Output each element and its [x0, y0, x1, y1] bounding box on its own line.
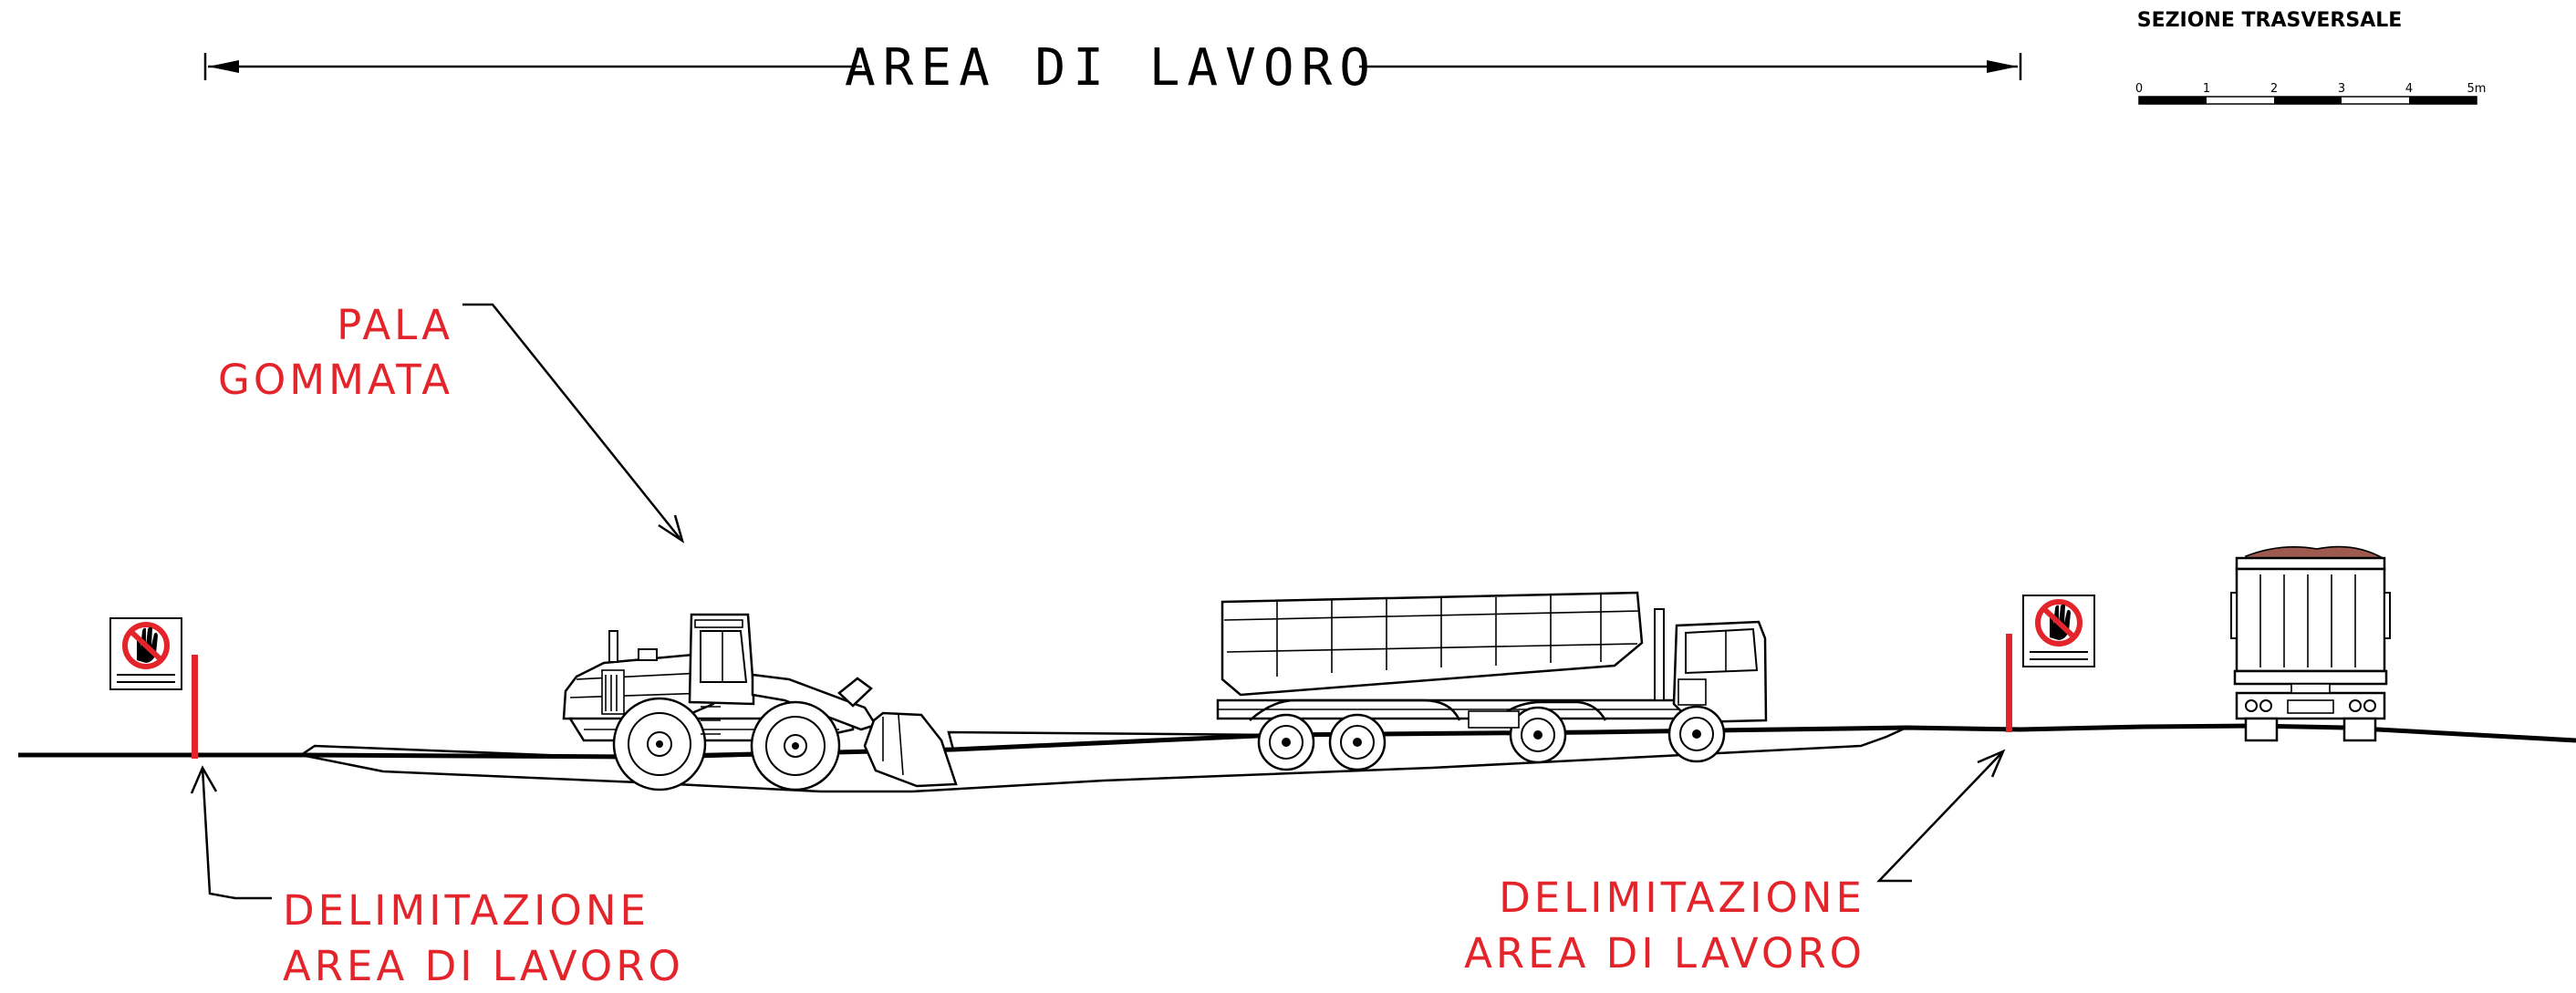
scale-tick-5: 5m [2467, 82, 2487, 96]
boundary-right-line2: AREA DI LAVORO [1464, 929, 1865, 977]
work-area-title: AREA DI LAVORO [845, 38, 1377, 98]
boundary-label-left: DELIMITAZIONE AREA DI LAVORO [190, 765, 684, 990]
scale-tick-2: 2 [2270, 82, 2278, 96]
work-area-dimension: AREA DI LAVORO [203, 38, 2022, 98]
sign-left [109, 617, 182, 690]
excavation-outline [300, 726, 1907, 793]
loader-label-line2: GOMMATA [218, 356, 453, 404]
no-entry-hand-icon [122, 622, 170, 669]
body-ribs [1276, 595, 1602, 677]
boundary-pole-right [2006, 634, 2012, 732]
dimension-arrow-left [208, 60, 239, 73]
boundary-label-right: DELIMITAZIONE AREA DI LAVORO [1464, 749, 2006, 977]
scale-title: SEZIONE TRASVERSALE [2137, 9, 2403, 32]
no-entry-hand-icon [2035, 599, 2083, 646]
loader-label: PALA GOMMATA [218, 301, 685, 543]
truck-rear-view [2230, 545, 2391, 742]
scale-tick-4: 4 [2405, 82, 2413, 96]
scale-tick-1: 1 [2203, 82, 2210, 96]
boundary-right-line1: DELIMITAZIONE [1499, 874, 1865, 922]
boundary-pole-left [192, 655, 198, 759]
wheel-loader [562, 613, 958, 791]
scale-tick-0: 0 [2135, 82, 2143, 96]
boundary-left-line1: DELIMITAZIONE [283, 886, 649, 935]
scale-tick-3: 3 [2338, 82, 2345, 96]
loader-label-line1: PALA [337, 301, 453, 349]
boundary-left-line2: AREA DI LAVORO [283, 942, 684, 990]
tipper-truck-side [1216, 591, 1768, 771]
sign-right [2022, 595, 2095, 667]
scale-bar: SEZIONE TRASVERSALE 0 1 2 3 4 5m [2135, 9, 2487, 105]
dimension-arrow-right [1987, 60, 2018, 73]
